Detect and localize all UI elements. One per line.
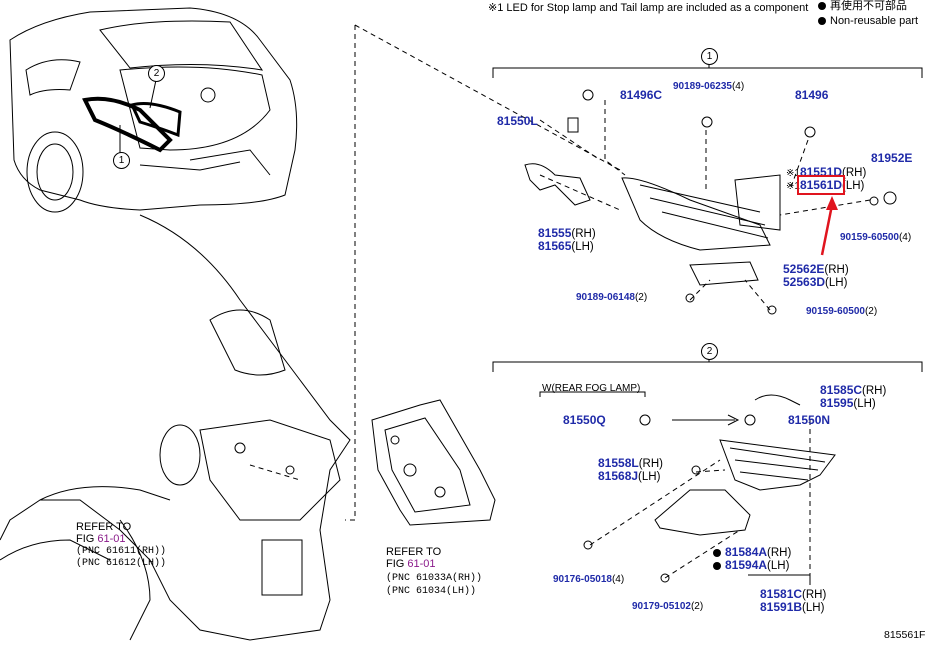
part-90159-60500-a[interactable]: 90159-60500(4) [840, 232, 912, 243]
callout-1-car: 1 [113, 152, 130, 169]
part-81561D[interactable]: 81561D [796, 175, 846, 195]
part-52563D[interactable]: 52563D(LH) [783, 275, 848, 290]
highlight-arrow [820, 196, 838, 256]
part-81550N[interactable]: 81550N [788, 413, 831, 427]
part-81585C[interactable]: 81585C(RH) [820, 383, 887, 398]
fog-bracket-drawing [654, 489, 751, 536]
refer-a-pnc2: (PNC 61612(LH)) [76, 558, 167, 569]
part-81591B[interactable]: 81591B(LH) [760, 600, 825, 615]
part-81550L[interactable]: 81550L [497, 114, 538, 128]
non-reusable-dot-icon [818, 17, 826, 26]
wire-harness-drawing [524, 163, 591, 206]
group-2-callout: 2 [701, 343, 718, 360]
refer-a-pnc1: (PNC 61611(RH)) [76, 546, 167, 557]
refer-b-pnc2: (PNC 61034(LH)) [386, 586, 477, 597]
non-reusable-dot-icon [713, 548, 721, 557]
part-90176-05018[interactable]: 90176-05018(4) [553, 574, 625, 585]
fog-lamp-label: W(REAR FOG LAMP) [542, 383, 641, 394]
refer-b-fig[interactable]: FIG 61-01 [386, 558, 436, 570]
non-reusable-dot-icon [713, 561, 721, 570]
part-81594A[interactable]: 81594A(LH) [713, 559, 789, 573]
part-81496C[interactable]: 81496C [620, 88, 663, 102]
part-81558L[interactable]: 81558L(RH) [598, 456, 663, 471]
part-90189-06235[interactable]: 90189-06235(4) [673, 81, 745, 92]
callout-2-car: 2 [148, 65, 165, 82]
guide-lines [249, 24, 871, 580]
refer-a-line1: REFER TO [76, 521, 132, 533]
part-90189-06148[interactable]: 90189-06148(2) [576, 292, 648, 303]
part-81496[interactable]: 81496 [795, 88, 829, 102]
refer-b-pnc1: (PNC 61033A(RH)) [386, 573, 483, 584]
refer-a-fig[interactable]: FIG 61-01 [76, 533, 126, 545]
part-90159-60500-b[interactable]: 90159-60500(2) [806, 306, 878, 317]
non-reusable-legend-en: Non-reusable part [818, 15, 918, 28]
tail-lamp-drawing [621, 174, 781, 251]
figure-code: 815561F [884, 629, 926, 641]
part-81568J[interactable]: 81568J(LH) [598, 469, 661, 484]
lamp-bracket-drawing [689, 261, 759, 286]
part-81555[interactable]: 81555(RH) [538, 226, 596, 241]
part-81584A[interactable]: 81584A(RH) [713, 546, 791, 560]
non-reusable-legend-jp: 再使用不可部品 [818, 0, 907, 13]
quarter-panel-drawing [0, 214, 351, 641]
group-1-callout: 1 [701, 48, 718, 65]
part-81952E[interactable]: 81952E [871, 151, 913, 165]
fog-lamp-drawing [719, 439, 836, 491]
part-81565[interactable]: 81565(LH) [538, 239, 594, 254]
part-81550Q[interactable]: 81550Q [563, 413, 606, 427]
part-90179-05102[interactable]: 90179-05102(2) [632, 601, 704, 612]
non-reusable-dot-icon [818, 2, 826, 11]
part-81561D-row: ※181561D(LH) [786, 175, 865, 195]
rear-bracket-drawing [371, 399, 496, 526]
part-81551D[interactable]: 81551D [799, 165, 842, 179]
car-rear-drawing [9, 7, 298, 213]
part-81595[interactable]: 81595(LH) [820, 396, 876, 411]
part-52562E[interactable]: 52562E(RH) [783, 262, 849, 277]
part-81581C[interactable]: 81581C(RH) [760, 587, 827, 602]
part-81551D-row: ※181551D(RH) [786, 165, 867, 180]
led-note: ※1 LED for Stop lamp and Tail lamp are i… [488, 2, 809, 14]
refer-b-line1: REFER TO [386, 546, 442, 558]
